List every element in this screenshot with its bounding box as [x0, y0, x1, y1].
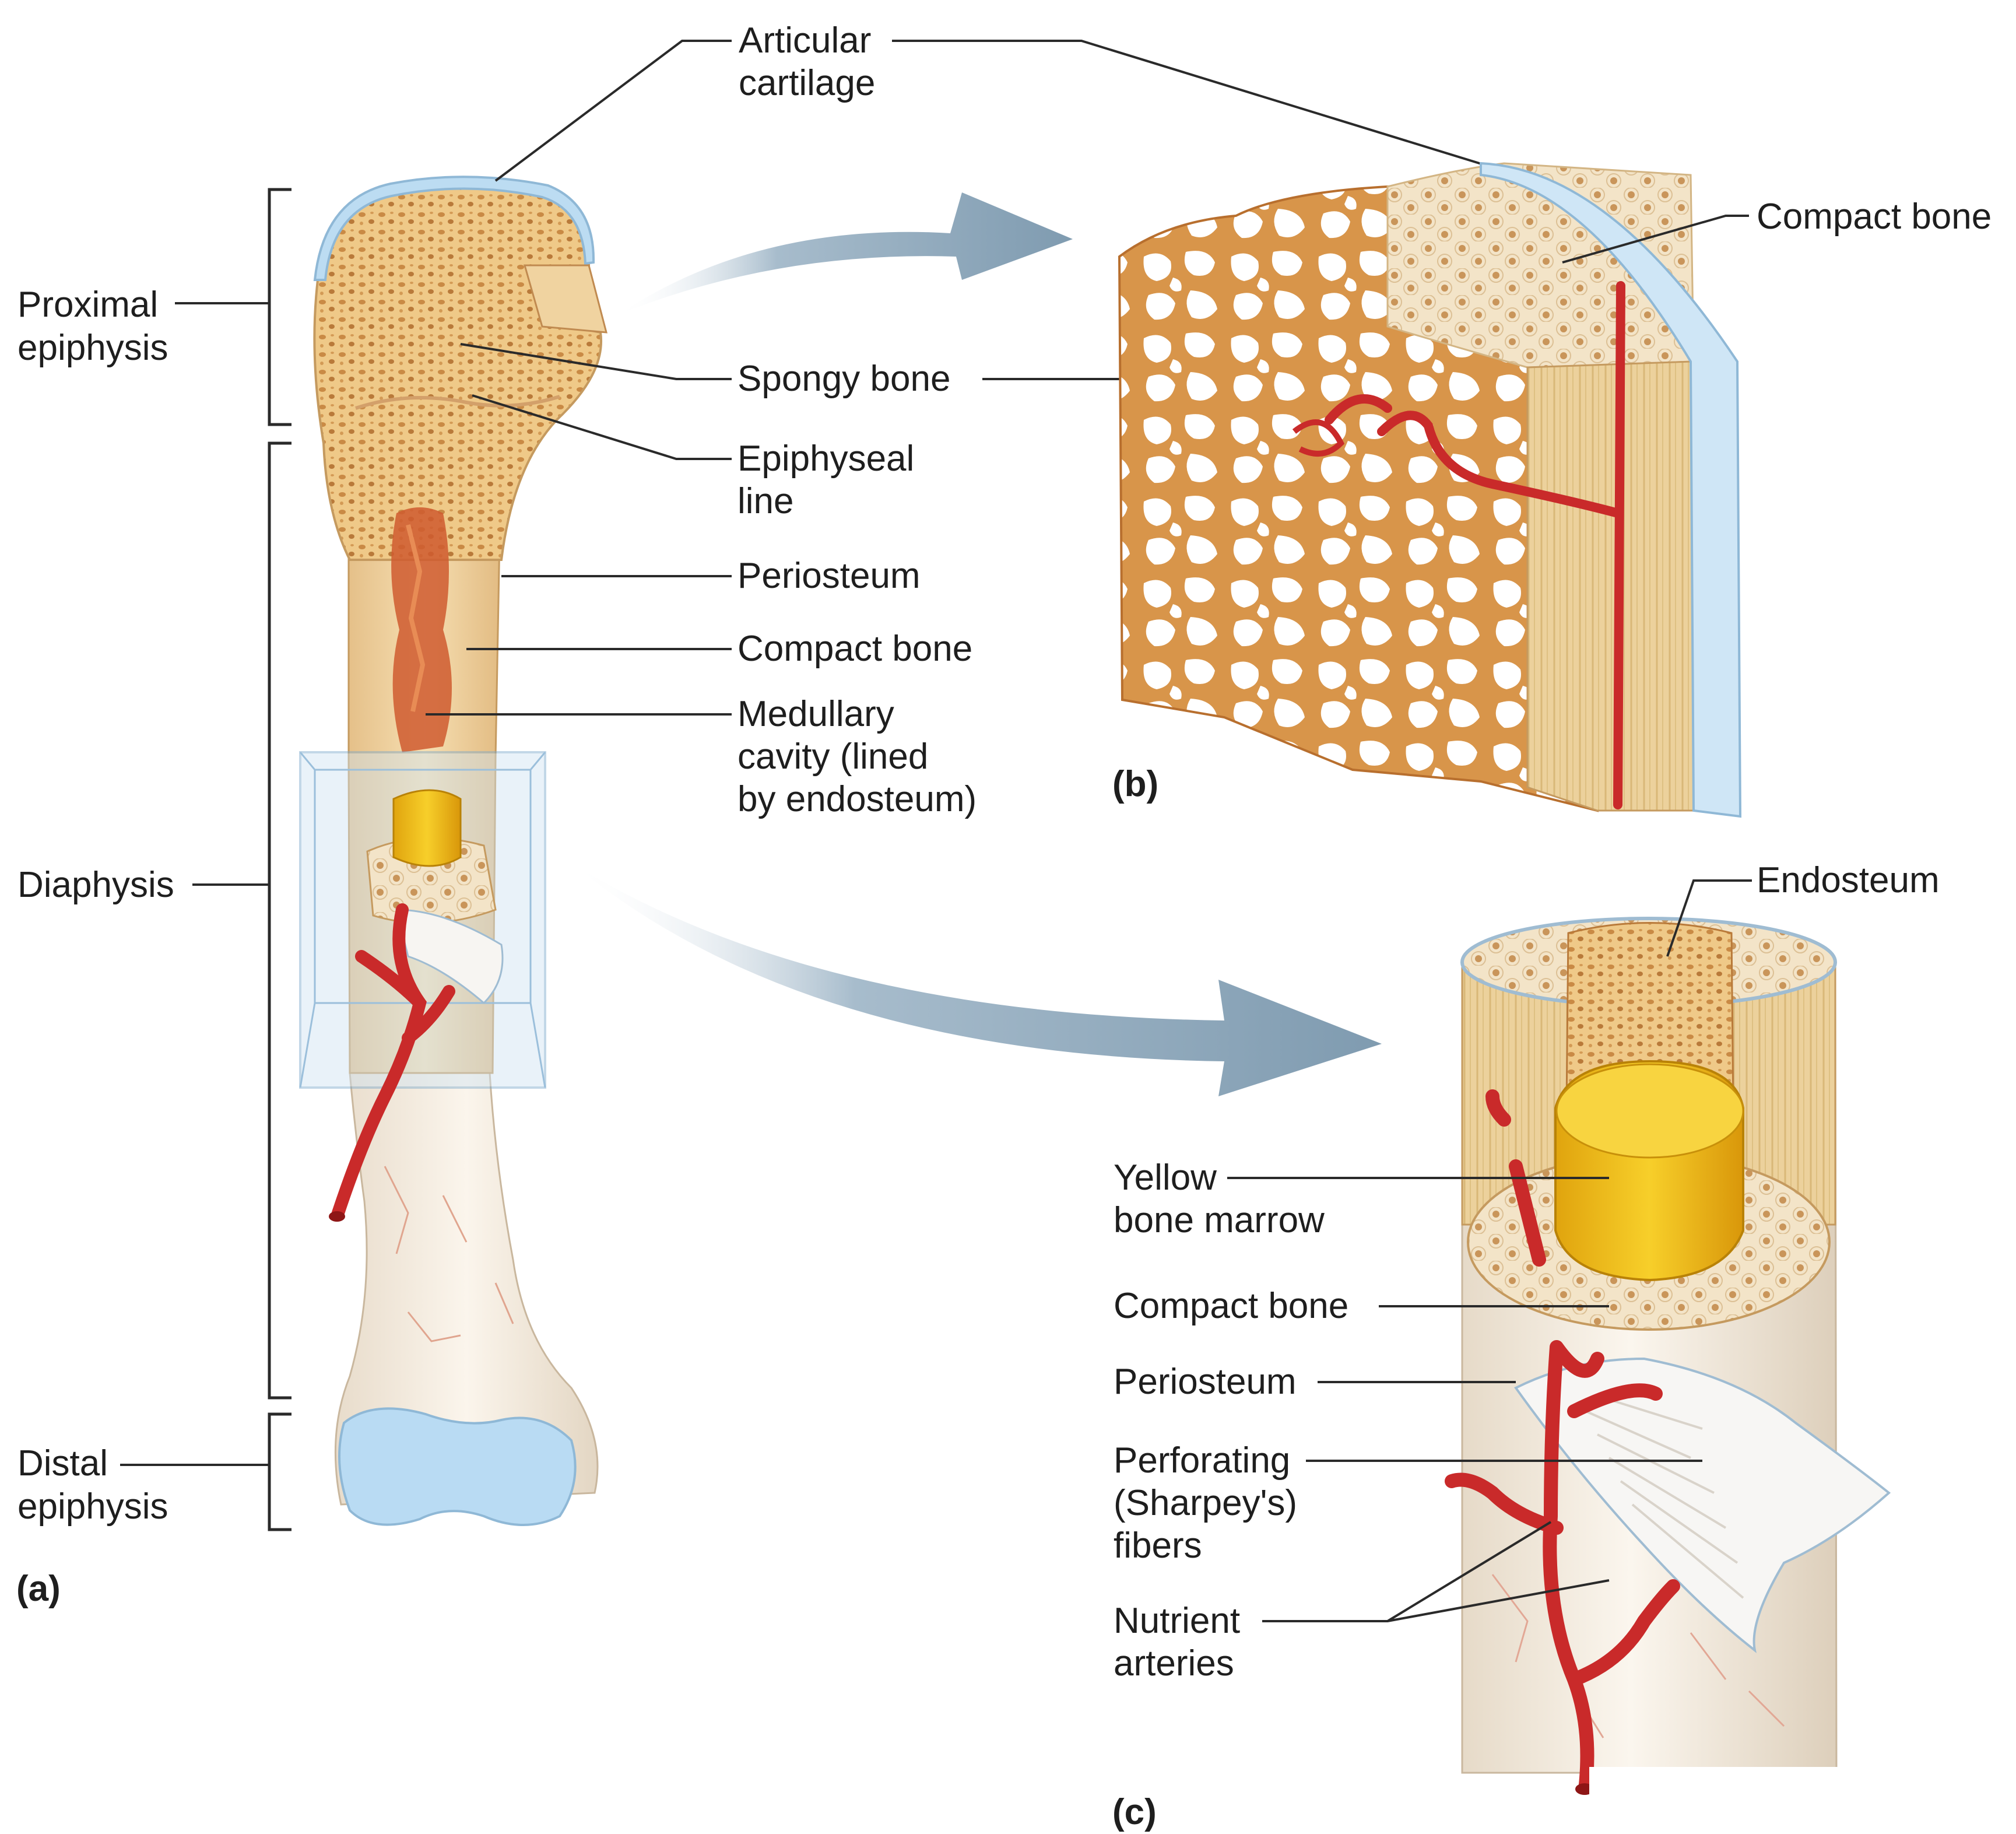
label-perforating-1: Perforating: [1114, 1440, 1290, 1481]
proximal-epiphysis-head: [314, 183, 601, 560]
bracket-proximal: [269, 190, 291, 425]
label-yellow-1: Yellow: [1114, 1158, 1217, 1198]
label-perforating-2: (Sharpey's): [1114, 1483, 1297, 1523]
label-compact-bone-c: Compact bone: [1114, 1286, 1348, 1326]
label-yellow-2: bone marrow: [1114, 1200, 1325, 1240]
blank-corner: [1589, 1767, 2016, 1834]
label-epiphyseal-1: Epiphyseal: [737, 439, 914, 479]
label-periosteum-c: Periosteum: [1114, 1362, 1297, 1402]
label-perforating-3: fibers: [1114, 1526, 1202, 1566]
compact-bone-side-b: [1527, 362, 1694, 811]
label-proximal-1: Proximal: [17, 285, 158, 325]
label-medullary-3: by endosteum): [737, 779, 977, 819]
label-distal-1: Distal: [17, 1443, 108, 1484]
panel-label-a: (a): [16, 1569, 61, 1609]
arrow-to-b: [618, 192, 1073, 315]
label-nutrient-1: Nutrient: [1114, 1601, 1240, 1641]
yellow-marrow-a: [394, 790, 461, 866]
artery-end-a: [329, 1211, 345, 1222]
label-compact-bone-b: Compact bone: [1757, 197, 1992, 237]
marrow-top-c: [1557, 1064, 1743, 1158]
panel-c-cylinder: [1452, 918, 1889, 1795]
panel-a-bone: [300, 177, 606, 1525]
label-endosteum: Endosteum: [1757, 860, 1940, 900]
label-compact-bone-a: Compact bone: [737, 629, 972, 669]
label-spongy-bone: Spongy bone: [737, 359, 950, 399]
label-epiphyseal-2: line: [737, 481, 794, 521]
region-brackets: [120, 190, 291, 1530]
label-nutrient-2: arteries: [1114, 1643, 1234, 1684]
panel-b-block: [1119, 163, 1740, 816]
label-medullary-2: cavity (lined: [737, 737, 928, 777]
panel-label-c: (c): [1112, 1792, 1157, 1832]
bracket-distal: [269, 1414, 291, 1530]
arrow-to-c: [571, 863, 1382, 1096]
label-distal-2: epiphysis: [17, 1486, 168, 1527]
label-articular-1: Articular: [739, 20, 871, 61]
label-medullary-1: Medullary: [737, 694, 894, 734]
label-diaphysis: Diaphysis: [17, 865, 174, 905]
label-articular-2: cartilage: [739, 63, 875, 103]
distal-articular-cartilage: [339, 1408, 575, 1525]
label-proximal-2: epiphysis: [17, 328, 168, 368]
bracket-diaphysis: [269, 443, 291, 1398]
label-periosteum-a: Periosteum: [737, 556, 921, 596]
panel-label-b: (b): [1112, 764, 1158, 804]
